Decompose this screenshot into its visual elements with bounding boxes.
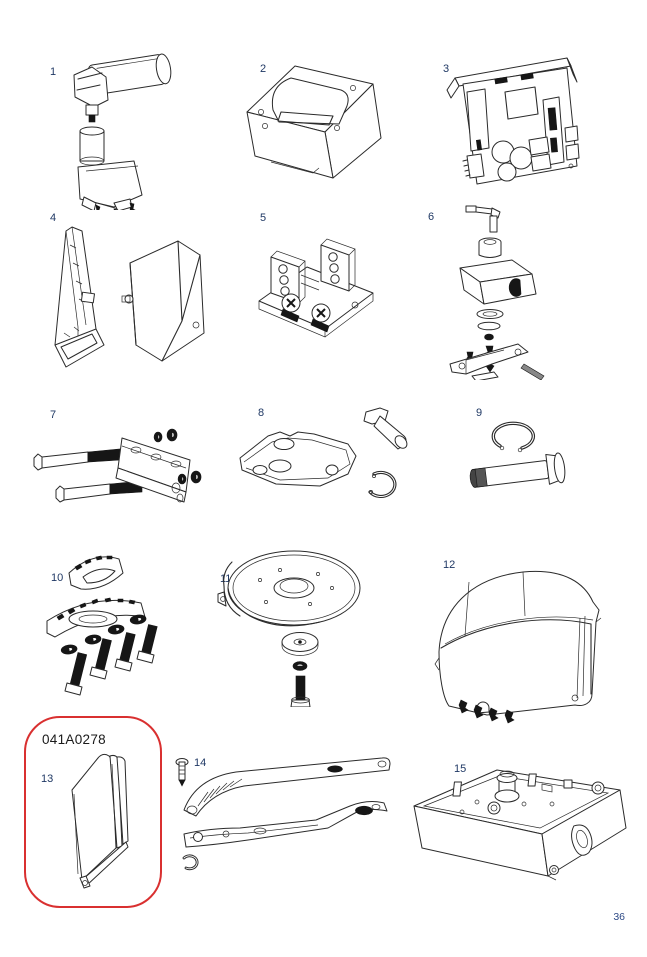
item-number: 13 (41, 773, 54, 785)
item-number: 9 (476, 407, 483, 419)
part-item-5: 5 (245, 205, 385, 345)
item-number: 15 (454, 763, 467, 775)
page-number: 36 (613, 911, 625, 923)
item-number: 14 (194, 757, 207, 769)
item-number: 12 (443, 559, 456, 571)
chassis-base-drawing (413, 769, 627, 881)
item-number: 4 (50, 212, 57, 224)
clevis-pin-with-ring-drawing (469, 421, 566, 488)
arm-assembly-drawing (175, 757, 391, 871)
access-panel-drawing (71, 753, 129, 889)
lock-assembly-drawing (449, 205, 545, 380)
part-item-12: 12 (425, 548, 610, 728)
part-item-4: 4 (30, 205, 210, 380)
motor-capacitor-assembly-drawing (73, 53, 172, 210)
circuit-board-drawing (446, 57, 580, 185)
part-item-10: 10 (35, 545, 175, 705)
item-number: 1 (50, 66, 57, 78)
part-item-13: 041A0278 13 (24, 716, 158, 904)
item-number: 5 (260, 212, 267, 224)
sprocket-kit-with-bolts-drawing (46, 555, 158, 696)
part-item-9: 9 (458, 400, 588, 500)
item-number: 11 (220, 573, 232, 585)
item-number: 6 (428, 211, 435, 223)
part-item-3: 3 (425, 48, 585, 193)
motor-cover-drawing (434, 570, 602, 724)
item-number: 8 (258, 407, 265, 419)
item-number: 10 (51, 572, 64, 584)
transformer-drawing (246, 65, 382, 179)
part-number-label: 041A0278 (42, 732, 106, 747)
u-bracket-with-bolts-drawing (33, 428, 202, 503)
part-item-6: 6 (420, 200, 560, 380)
part-item-1: 1 (30, 45, 200, 210)
part-item-15: 15 (402, 748, 632, 888)
item-number: 2 (260, 63, 267, 75)
part-item-14: 14 (168, 748, 398, 873)
highlight-circle (24, 716, 162, 908)
part-item-2: 2 (235, 50, 395, 180)
part-item-7: 7 (30, 400, 210, 515)
part-item-11: 11 (210, 542, 370, 707)
terminal-block-drawing (258, 238, 374, 338)
part-item-8: 8 (228, 400, 413, 510)
pulley-disc-with-bolt-drawing (217, 550, 361, 707)
item-number: 3 (443, 63, 450, 75)
panel-and-cover-drawing (54, 226, 205, 368)
bracket-pin-clip-drawing (239, 407, 408, 499)
item-number: 7 (50, 409, 57, 421)
